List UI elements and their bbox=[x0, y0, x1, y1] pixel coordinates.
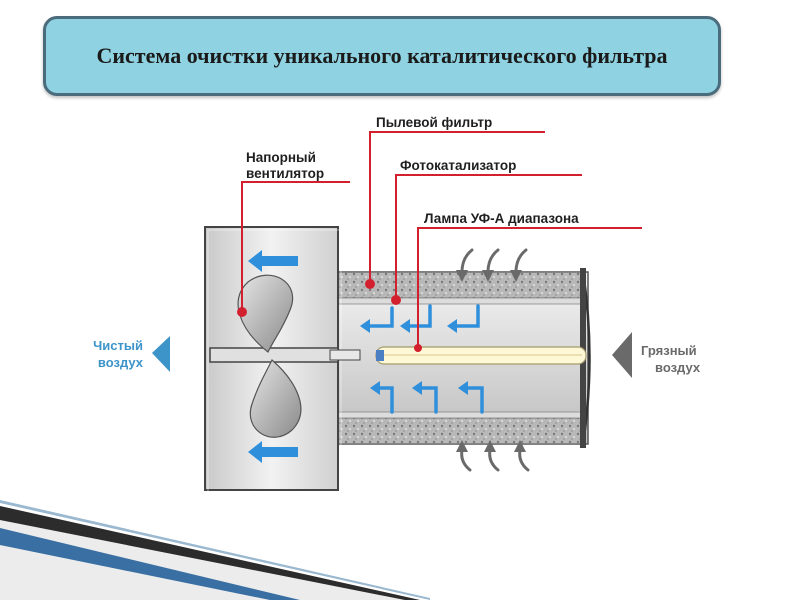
slide-title: Система очистки уникального каталитическ… bbox=[96, 43, 668, 68]
leader-dots bbox=[237, 279, 422, 352]
dirty-air-arrow-icon bbox=[612, 332, 632, 378]
fan-housing bbox=[204, 226, 361, 494]
clean-air-label-line2: воздух bbox=[98, 355, 144, 370]
fan-label-line2: вентилятор bbox=[246, 166, 324, 181]
duct-flow-arrowheads-bottom bbox=[370, 381, 468, 395]
leader-lines bbox=[241, 131, 642, 348]
dirty-air-label-line2: воздух bbox=[655, 360, 701, 375]
dust-filter-label: Пылевой фильтр bbox=[376, 115, 492, 130]
fan-blade-icon bbox=[237, 274, 302, 438]
inlet-arrowheads-top bbox=[456, 270, 522, 282]
inlet-arrows-top bbox=[460, 248, 528, 274]
title-banner: Система очистки уникального каталитическ… bbox=[43, 16, 721, 96]
slide-corner-decoration bbox=[0, 500, 430, 600]
duct-flow-arrows-bottom bbox=[376, 386, 484, 414]
uv-lamp-label: Лампа УФ-А диапазона bbox=[424, 211, 579, 226]
clean-air-arrow-icon bbox=[152, 336, 170, 372]
dust-filter-bottom bbox=[337, 417, 584, 445]
duct-flow-arrowheads-top bbox=[360, 319, 457, 333]
inlet-arrows-bottom bbox=[460, 448, 530, 472]
photocatalyst-label: Фотокатализатор bbox=[400, 158, 516, 173]
dirty-air-label-line1: Грязный bbox=[641, 343, 697, 358]
clean-air-label-line1: Чистый bbox=[93, 338, 143, 353]
uv-lamp bbox=[375, 346, 587, 365]
fan-label-line1: Напорный bbox=[246, 150, 316, 165]
inlet-arrowheads-bottom bbox=[456, 440, 526, 452]
fan-flow-arrows bbox=[248, 250, 298, 463]
duct-flow-arrows-top bbox=[366, 304, 480, 328]
